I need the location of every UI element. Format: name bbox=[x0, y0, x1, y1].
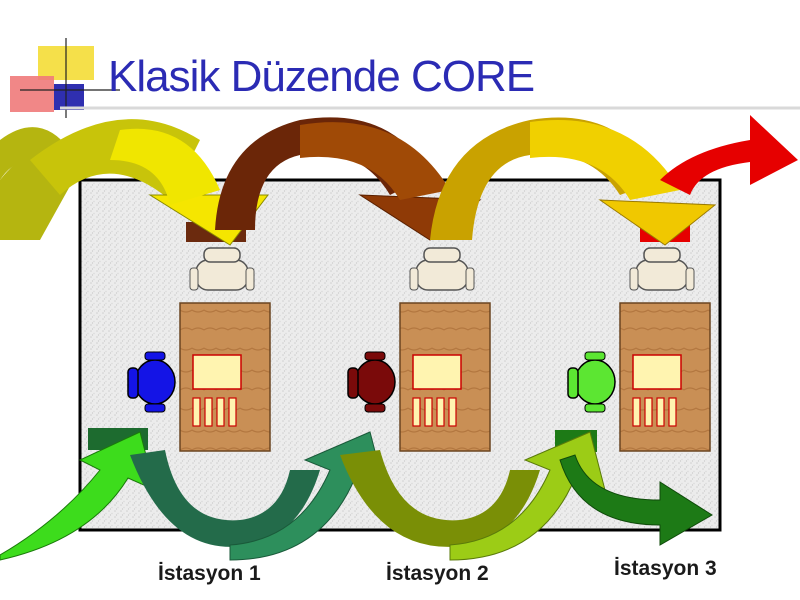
input-flow-arrows bbox=[0, 115, 798, 246]
output-flow-arrows bbox=[0, 431, 713, 561]
seat-icon bbox=[629, 247, 695, 291]
station-label-2: İstasyon 2 bbox=[386, 562, 489, 585]
station-label-1: İstasyon 1 bbox=[158, 562, 261, 585]
input-arc-2-body bbox=[300, 122, 450, 200]
seat-icon bbox=[409, 247, 475, 291]
desk-screen bbox=[412, 354, 462, 390]
output-arc-1 bbox=[130, 450, 320, 547]
desk-slots bbox=[632, 397, 677, 427]
seat-icon bbox=[189, 247, 255, 291]
station-2 bbox=[347, 247, 491, 452]
input-exit-arrow bbox=[660, 115, 798, 195]
page-title: Klasik Düzende CORE bbox=[108, 52, 535, 101]
desk-slots bbox=[412, 397, 457, 427]
output-arc-2 bbox=[340, 450, 540, 547]
slide-logo-icon bbox=[10, 38, 120, 118]
desk-screen bbox=[632, 354, 682, 390]
station-label-3: İstasyon 3 bbox=[614, 557, 717, 580]
input-arrowhead-3 bbox=[598, 199, 717, 246]
input-arc-1-body bbox=[110, 128, 220, 205]
operator-chair-icon bbox=[567, 351, 616, 413]
desk-slots bbox=[192, 397, 237, 427]
operator-chair-icon bbox=[347, 351, 396, 413]
station-3 bbox=[567, 247, 711, 452]
desk-screen bbox=[192, 354, 242, 390]
station-1 bbox=[127, 247, 271, 452]
output-exit-arrow bbox=[559, 454, 713, 546]
input-arc-3-body bbox=[530, 119, 680, 200]
operator-chair-icon bbox=[127, 351, 176, 413]
